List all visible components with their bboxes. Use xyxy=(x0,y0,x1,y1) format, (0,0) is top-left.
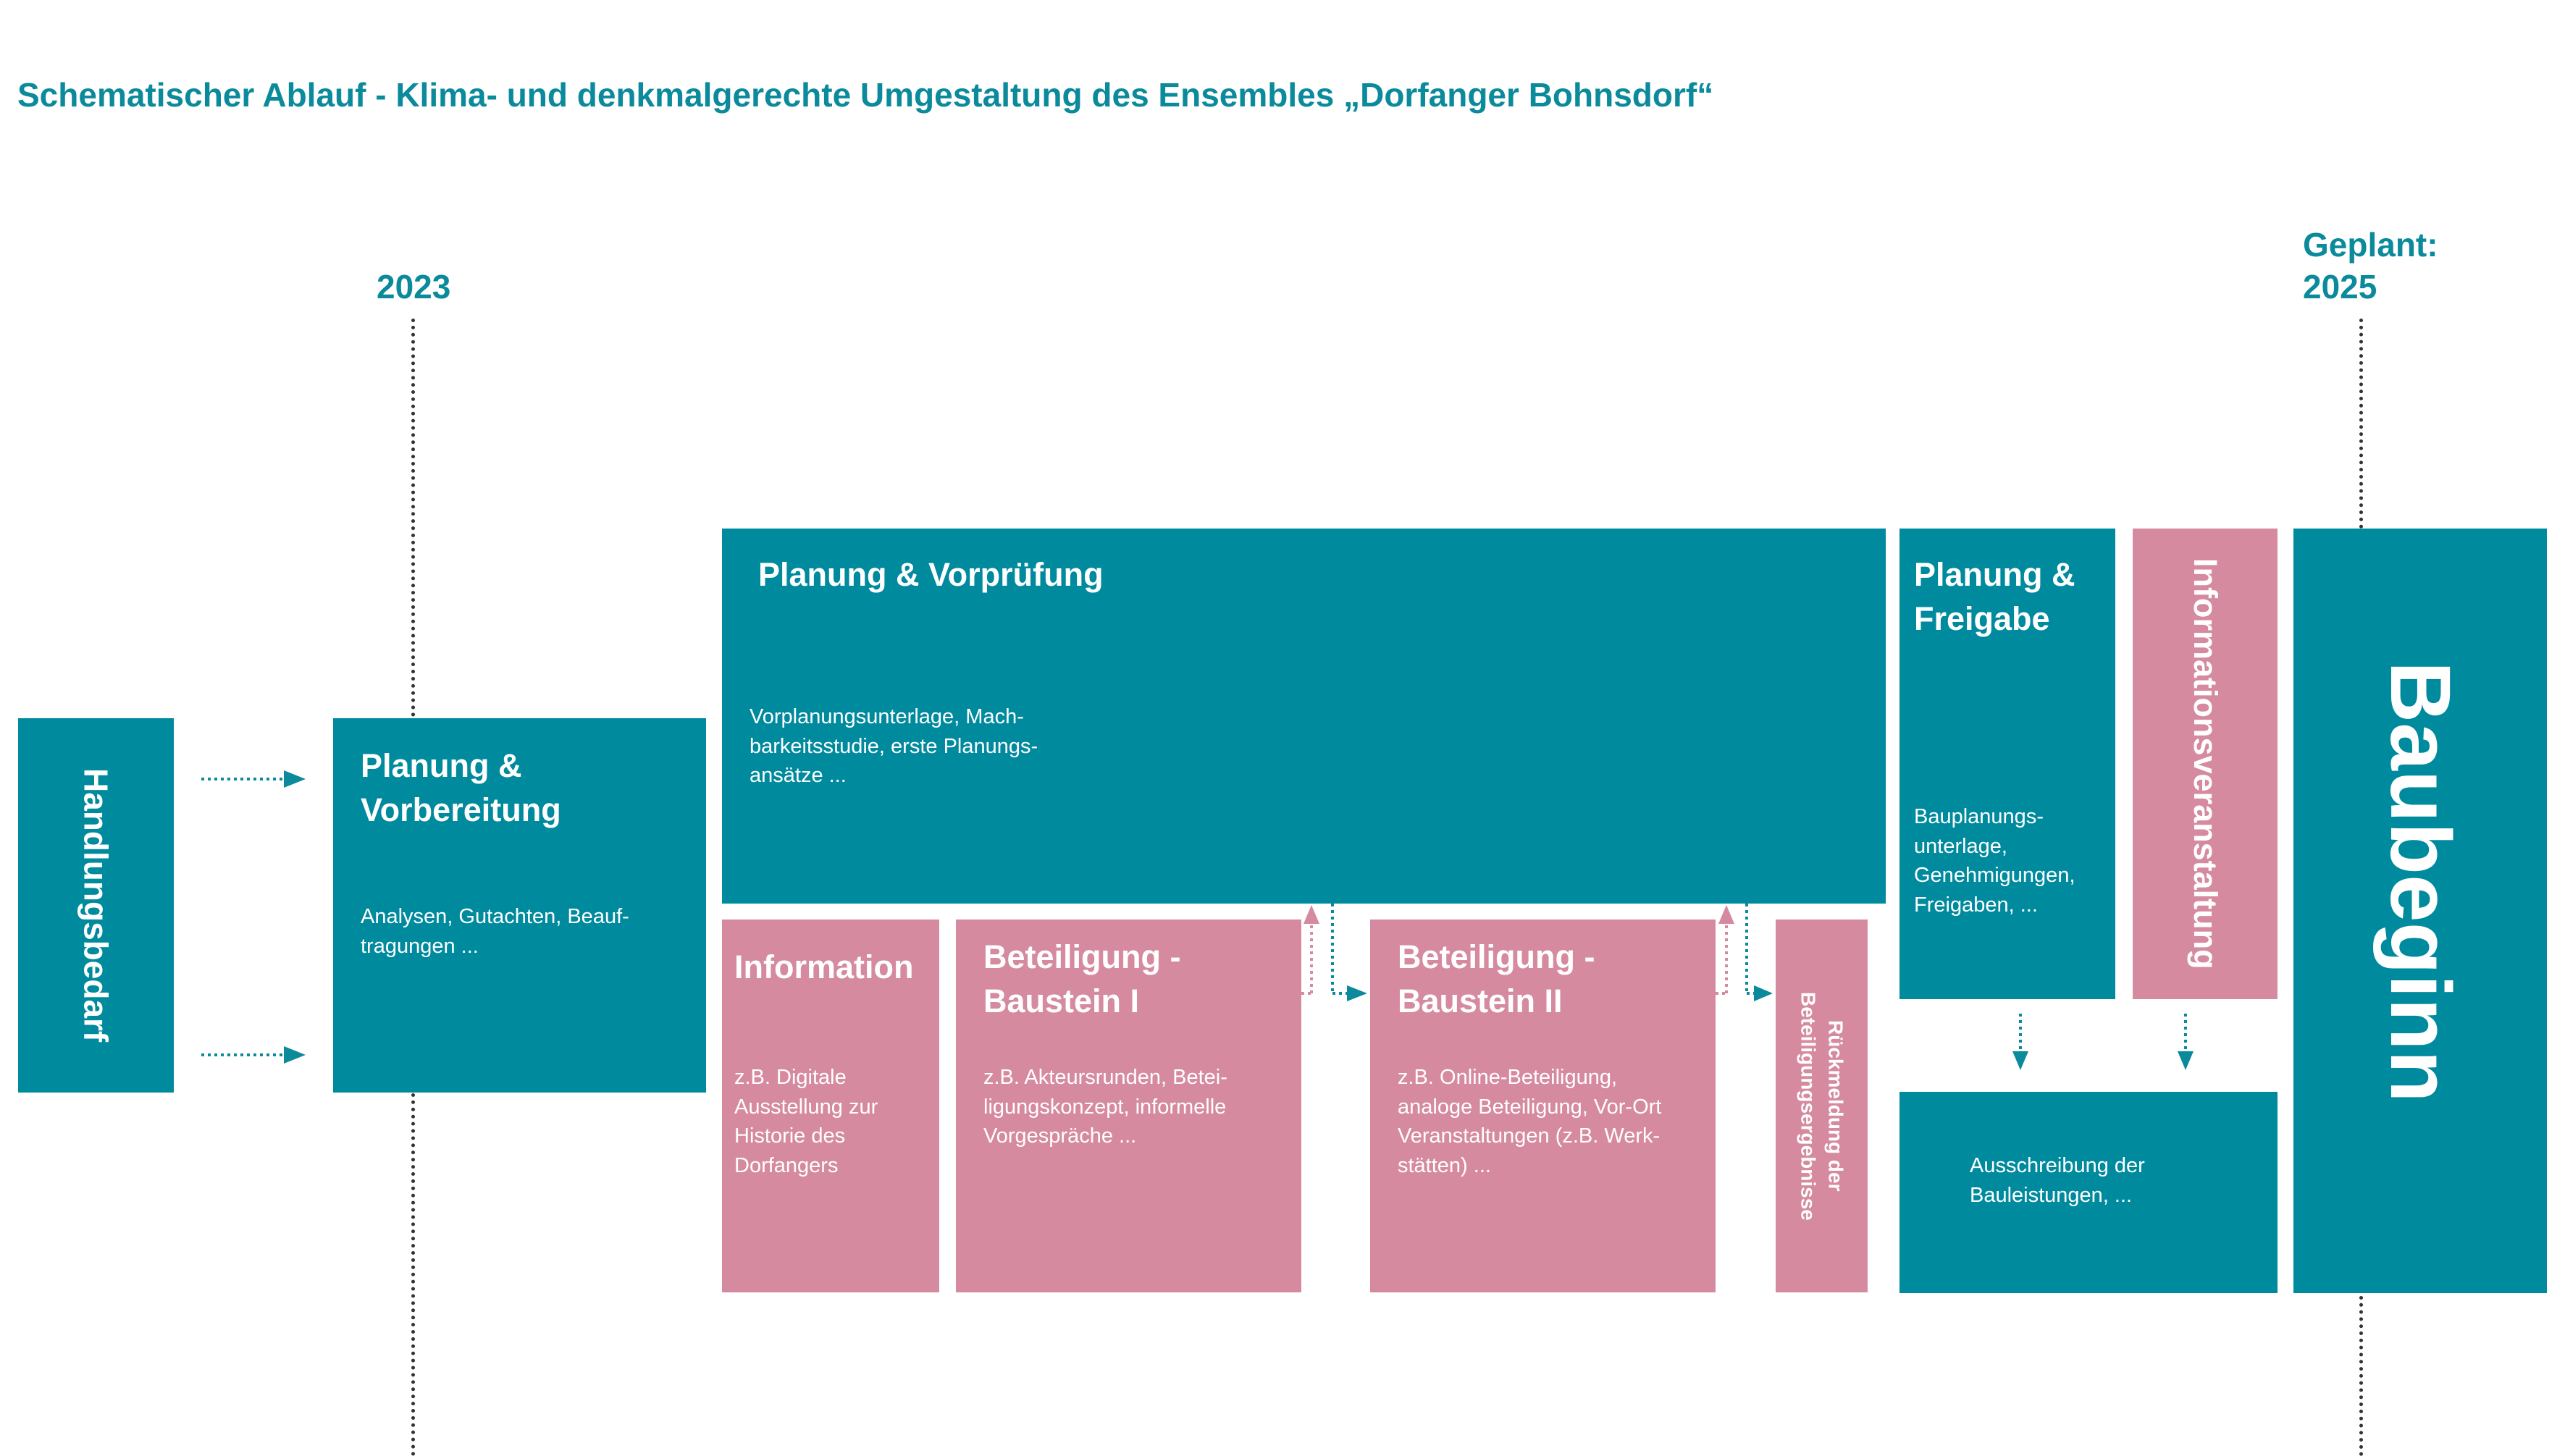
vorpruefung-box: Planung & Vorprüfung Vorplanungsunterlag… xyxy=(722,529,1886,904)
arrowhead-right-icon xyxy=(1347,985,1367,1001)
baustein2-box: Beteiligung - Baustein II z.B. Online-Be… xyxy=(1370,920,1716,1292)
freigabe-text-line1: Bauplanungs- xyxy=(1914,805,2044,828)
arrowhead-down-icon xyxy=(2012,1051,2028,1070)
vorbereitung-title-line1: Planung & xyxy=(361,747,522,784)
baustein1-text: z.B. Akteursrunden, Betei- ligungskonzep… xyxy=(983,1063,1227,1151)
vorbereitung-text: Analysen, Gutachten, Beauf- tragungen ..… xyxy=(361,902,629,961)
vorbereitung-box: Planung & Vorbereitung Analysen, Gutacht… xyxy=(333,718,706,1093)
informationsveranstaltung-label: Informationsveranstaltung xyxy=(2187,558,2224,969)
freigabe-text-line2: unterlage, xyxy=(1914,834,2007,858)
baustein1-title-line1: Beteiligung - xyxy=(983,938,1181,975)
year-end-value: 2025 xyxy=(2303,267,2377,306)
freigabe-text-line4: Freigaben, ... xyxy=(1914,893,2038,917)
timeline-2025-lower xyxy=(2359,1296,2363,1456)
information-title: Information xyxy=(734,948,914,985)
information-text-line1: z.B. Digitale xyxy=(734,1066,847,1089)
handlungsbedarf-label: Handlungsbedarf xyxy=(77,768,115,1043)
informationsveranstaltung-box: Informationsveranstaltung xyxy=(2133,529,2278,999)
information-text-line2: Ausstellung zur xyxy=(734,1095,878,1119)
freigabe-text: Bauplanungs- unterlage, Genehmigungen, F… xyxy=(1914,802,2075,920)
baustein2-text-line3: Veranstaltungen (z.B. Werk- xyxy=(1398,1124,1661,1148)
rueckmeldung-box: Rückmeldung der Beteiligungsergebnisse xyxy=(1776,920,1868,1292)
vorpruefung-text-line2: barkeitsstudie, erste Planungs- xyxy=(750,734,1038,758)
baustein2-text: z.B. Online-Beteiligung, analoge Beteili… xyxy=(1398,1063,1661,1180)
baustein2-text-line4: stätten) ... xyxy=(1398,1153,1491,1177)
arrowhead-up-icon xyxy=(1304,905,1319,924)
baubeginn-label: Baubeginn xyxy=(2372,661,2468,1103)
freigabe-text-line3: Genehmigungen, xyxy=(1914,864,2075,888)
arrowhead-right-icon xyxy=(1754,985,1773,1001)
baustein1-text-line3: Vorgespräche ... xyxy=(983,1124,1137,1148)
freigabe-title-line2: Freigabe xyxy=(1914,599,2050,637)
year-end-prefix: Geplant: xyxy=(2303,226,2438,264)
vorbereitung-text-line1: Analysen, Gutachten, Beauf- xyxy=(361,905,629,928)
arrowhead-right-icon xyxy=(284,770,306,788)
baubeginn-box: Baubeginn xyxy=(2293,529,2547,1293)
ausschreibung-text-line2: Bauleistungen, ... xyxy=(1970,1183,2133,1207)
vorbereitung-title-line2: Vorbereitung xyxy=(361,791,561,828)
arrowhead-right-icon xyxy=(284,1046,306,1064)
freigabe-box: Planung & Freigabe Bauplanungs- unterlag… xyxy=(1899,529,2115,999)
vorpruefung-title: Planung & Vorprüfung xyxy=(758,556,1104,593)
baustein2-title-line1: Beteiligung - xyxy=(1398,938,1595,975)
vorbereitung-title: Planung & Vorbereitung xyxy=(361,744,561,833)
vorpruefung-text: Vorplanungsunterlage, Mach- barkeitsstud… xyxy=(750,702,1038,791)
baustein1-box: Beteiligung - Baustein I z.B. Akteursrun… xyxy=(956,920,1301,1292)
page-title: Schematischer Ablauf - Klima- und denkma… xyxy=(17,76,1714,114)
baustein1-title-line2: Baustein I xyxy=(983,982,1140,1019)
baustein2-text-line2: analoge Beteiligung, Vor-Ort xyxy=(1398,1095,1662,1119)
handlungsbedarf-box: Handlungsbedarf xyxy=(18,718,174,1093)
information-box: Information z.B. Digitale Ausstellung zu… xyxy=(722,920,939,1292)
baustein1-title: Beteiligung - Baustein I xyxy=(983,935,1180,1024)
baustein2-text-line1: z.B. Online-Beteiligung, xyxy=(1398,1066,1618,1089)
vorbereitung-text-line2: tragungen ... xyxy=(361,934,479,958)
vorpruefung-text-line1: Vorplanungsunterlage, Mach- xyxy=(750,705,1024,728)
ausschreibung-text-line1: Ausschreibung der xyxy=(1970,1154,2145,1177)
timeline-2023-upper xyxy=(411,319,415,717)
arrowhead-up-icon xyxy=(1718,905,1734,924)
rueckmeldung-label: Rückmeldung der Beteiligungsergebnisse xyxy=(1776,920,1868,1292)
freigabe-title: Planung & Freigabe xyxy=(1914,553,2075,641)
arrowhead-down-icon xyxy=(2178,1051,2194,1070)
baustein1-text-line1: z.B. Akteursrunden, Betei- xyxy=(983,1066,1227,1089)
freigabe-title-line1: Planung & xyxy=(1914,556,2075,593)
rueckmeldung-label-line2: Beteiligungsergebnisse xyxy=(1797,991,1820,1221)
information-text-line4: Dorfangers xyxy=(734,1153,839,1177)
vorpruefung-text-line3: ansätze ... xyxy=(750,764,847,788)
timeline-2025-upper xyxy=(2359,319,2363,529)
year-label-end: Geplant: 2025 xyxy=(2303,224,2438,308)
baustein1-text-line2: ligungskonzept, informelle xyxy=(983,1095,1227,1119)
information-text-line3: Historie des xyxy=(734,1124,846,1148)
baustein2-title: Beteiligung - Baustein II xyxy=(1398,935,1595,1024)
information-text: z.B. Digitale Ausstellung zur Historie d… xyxy=(734,1063,878,1180)
baustein2-title-line2: Baustein II xyxy=(1398,982,1563,1019)
ausschreibung-text: Ausschreibung der Bauleistungen, ... xyxy=(1970,1151,2145,1210)
ausschreibung-box: Ausschreibung der Bauleistungen, ... xyxy=(1899,1092,2278,1293)
timeline-2023-lower xyxy=(411,1093,415,1456)
rueckmeldung-label-line1: Rückmeldung der xyxy=(1824,1020,1847,1192)
year-label-start: 2023 xyxy=(377,268,451,306)
